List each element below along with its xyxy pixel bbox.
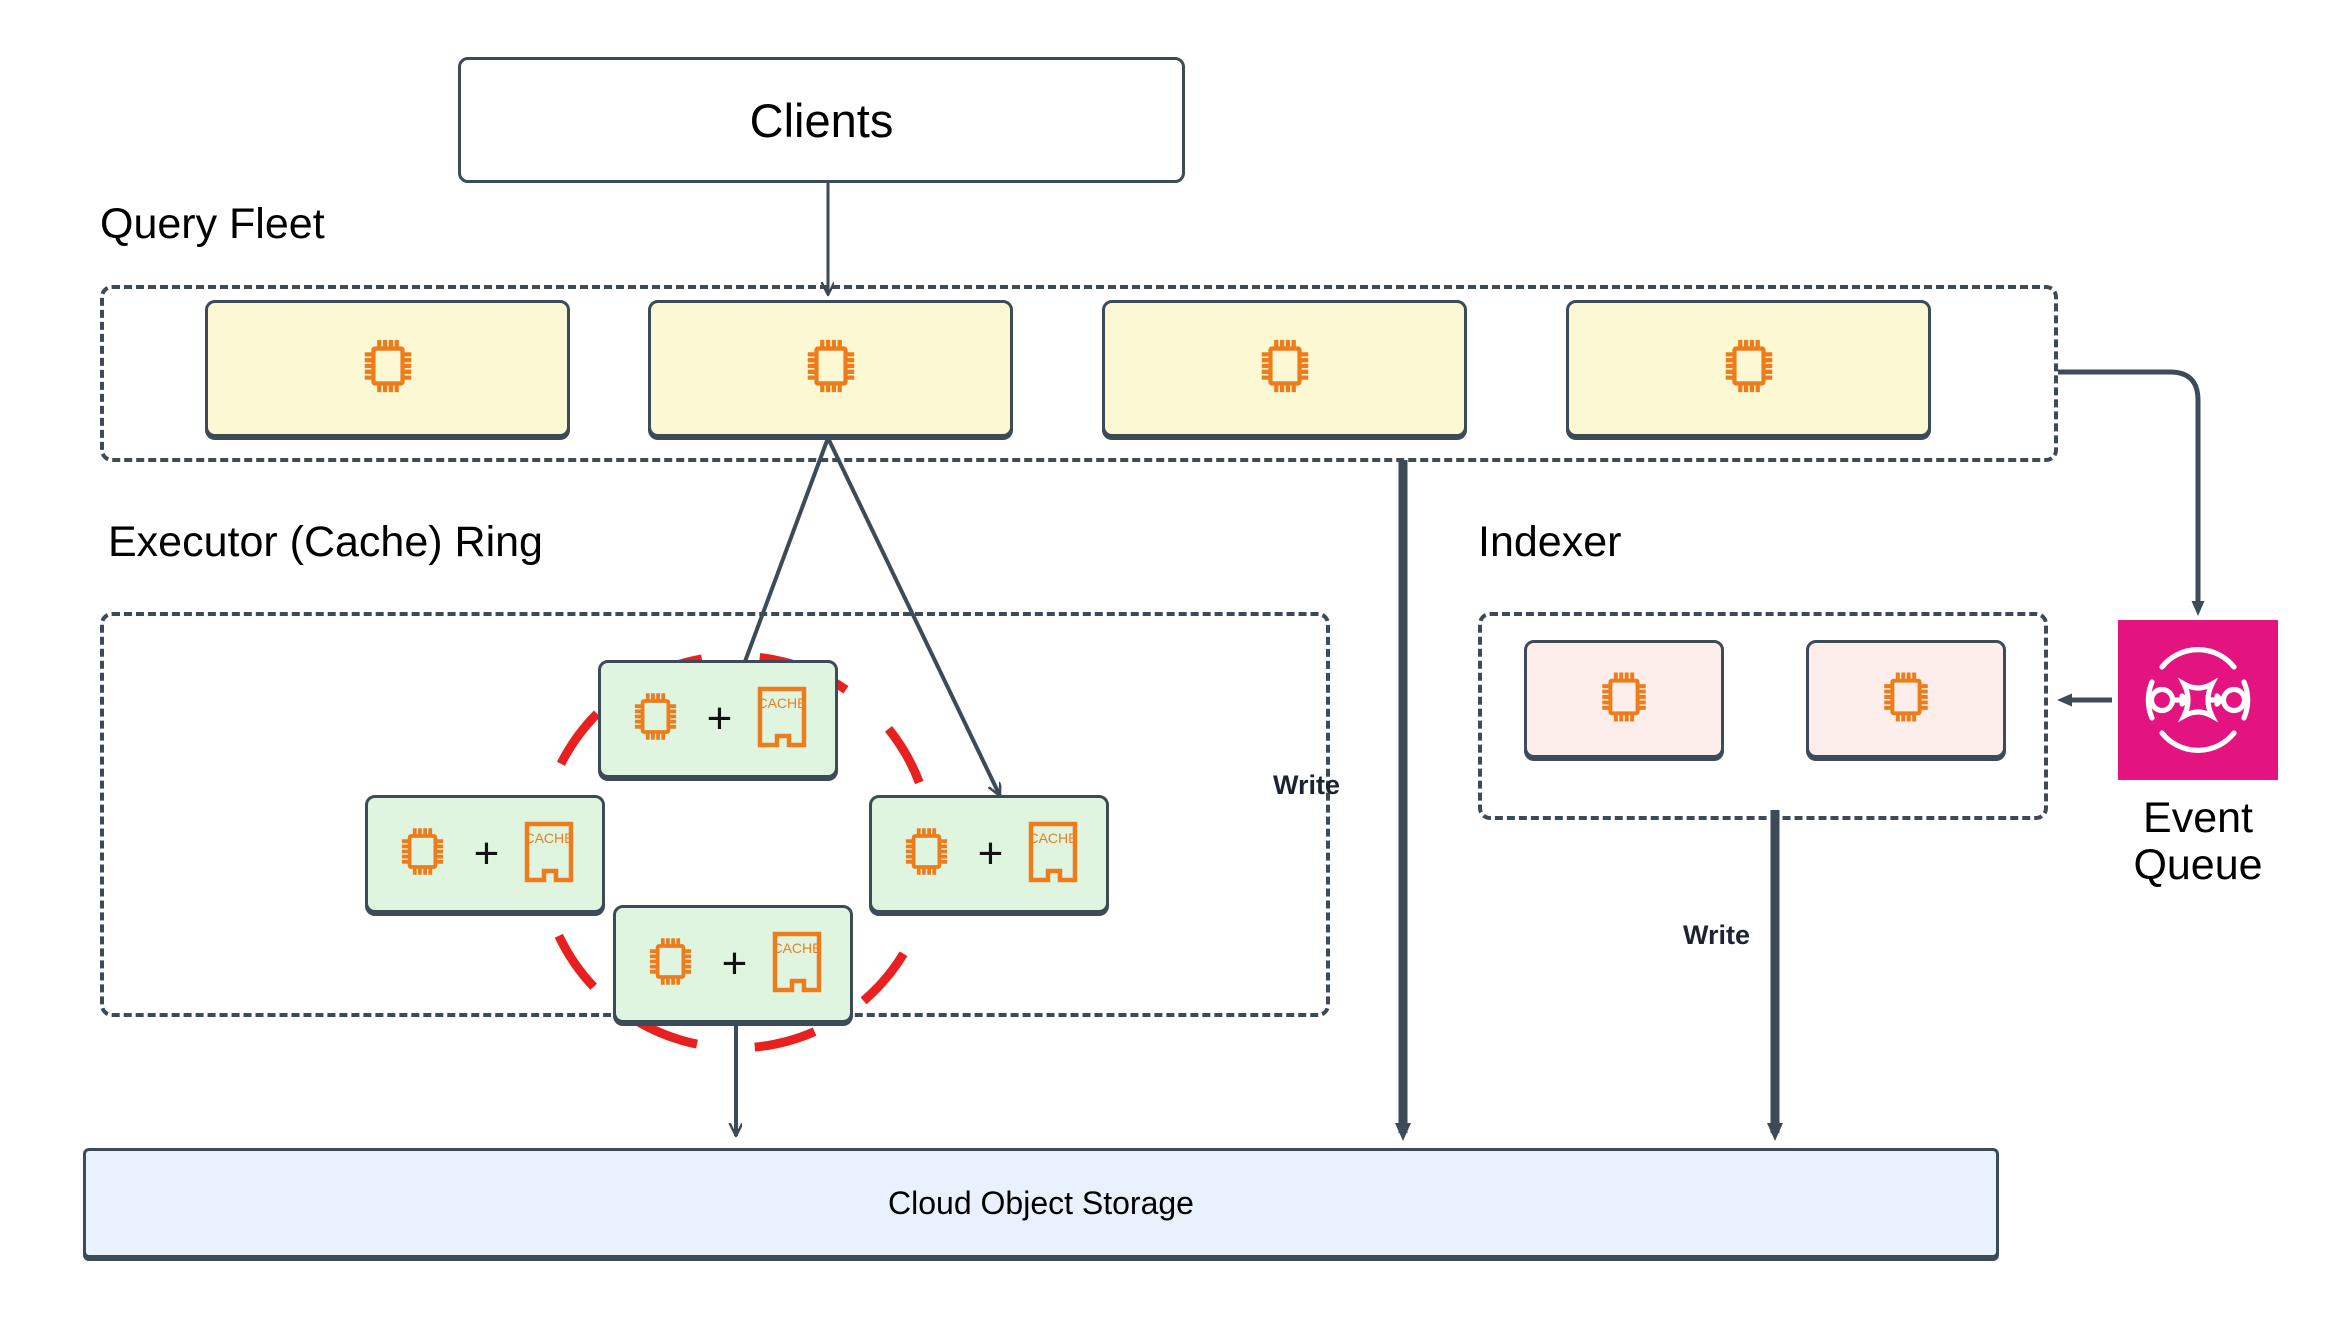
eventbridge-icon	[2145, 647, 2251, 753]
query-node-1[interactable]	[205, 300, 570, 437]
cpu-icon	[1254, 335, 1316, 402]
cache-icon: CACHE	[756, 686, 808, 753]
clients-label: Clients	[749, 93, 894, 147]
svg-text:CACHE: CACHE	[1029, 830, 1078, 846]
cpu-icon	[1718, 335, 1780, 402]
clients-node[interactable]: Clients	[458, 57, 1185, 183]
cpu-icon	[899, 824, 954, 884]
svg-text:CACHE: CACHE	[525, 830, 574, 846]
executor-node-left[interactable]: + CACHE	[365, 795, 605, 913]
event-queue-label: Event Queue	[2118, 795, 2278, 889]
query-node-4[interactable]	[1566, 300, 1931, 437]
cpu-icon	[1595, 668, 1653, 731]
executor-node-top[interactable]: + CACHE	[598, 660, 838, 778]
plus-operator: +	[721, 939, 748, 988]
indexer-label: Indexer	[1478, 518, 1622, 566]
query-node-2[interactable]	[648, 300, 1013, 437]
cpu-icon	[1877, 668, 1935, 731]
cpu-icon	[800, 335, 862, 402]
cpu-icon	[357, 335, 419, 402]
event-queue-label-line1: Event	[2143, 794, 2253, 842]
executor-ring-label: Executor (Cache) Ring	[108, 518, 543, 566]
svg-text:CACHE: CACHE	[773, 940, 822, 956]
plus-operator: +	[473, 829, 500, 878]
write-label-indexer: Write	[1682, 920, 1750, 950]
cpu-icon	[643, 934, 698, 994]
cloud-object-storage-node[interactable]: Cloud Object Storage	[83, 1148, 1999, 1258]
query-fleet-group	[100, 285, 2058, 462]
cache-icon: CACHE	[523, 821, 575, 888]
indexer-group	[1478, 612, 2048, 820]
cpu-icon	[395, 824, 450, 884]
svg-text:CACHE: CACHE	[758, 695, 807, 711]
cache-icon: CACHE	[771, 931, 823, 998]
query-node-3[interactable]	[1102, 300, 1467, 437]
event-queue-node[interactable]	[2118, 620, 2278, 780]
event-queue-label-line2: Queue	[2133, 841, 2263, 889]
cache-icon: CACHE	[1027, 821, 1079, 888]
executor-node-bottom[interactable]: + CACHE	[613, 905, 853, 1023]
executor-node-right[interactable]: + CACHE	[869, 795, 1109, 913]
cpu-icon	[628, 689, 683, 749]
plus-operator: +	[977, 829, 1004, 878]
cloud-object-storage-label: Cloud Object Storage	[888, 1184, 1194, 1221]
write-label-query: Write	[1272, 770, 1340, 800]
indexer-node-1[interactable]	[1524, 640, 1724, 758]
query-fleet-label: Query Fleet	[100, 200, 325, 248]
plus-operator: +	[706, 694, 733, 743]
indexer-node-2[interactable]	[1806, 640, 2006, 758]
